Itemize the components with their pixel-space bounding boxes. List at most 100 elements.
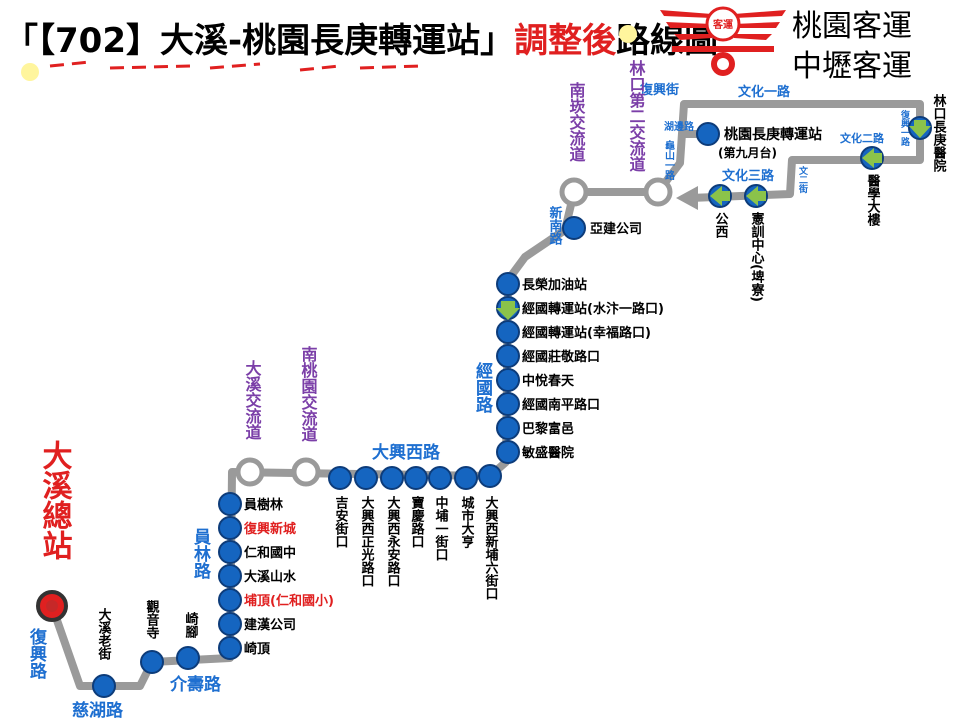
road-label-wen2street: 文二街: [797, 165, 809, 194]
title-route-name: 大溪-桃園長庚轉運站: [160, 21, 480, 61]
stop-marker-qiding[interactable]: [218, 636, 242, 660]
stop-label-zhongyue: 中悅春天: [522, 373, 575, 389]
stop-marker-changrong-gas[interactable]: [496, 272, 520, 296]
stop-labels-lower: 大溪老街 觀音寺 崎腳 崎頂 建漢公司 埔頂(仁和國小) 大溪山水 仁和國中 復…: [96, 497, 334, 661]
stop-labels-linkou: 桃園長庚轉運站 (第九月台) 林口長庚醫院 醫學大樓 憲訓中心(埤寮) 公西: [713, 93, 947, 301]
map-title: 「【702】大溪-桃園長庚轉運站」調整後路線圖: [4, 21, 718, 81]
terminal-stop-core: [46, 600, 58, 612]
logo-emblem-top: [705, 6, 741, 42]
road-label-wenhua1: 文化一路: [738, 84, 791, 100]
junction-label-nankan: 南崁交流道: [567, 81, 586, 162]
stop-label-jingguo-nanping: 經國南平路口: [522, 397, 600, 413]
route-direction-arrowhead: [676, 186, 698, 210]
stop-labels-daxing: 吉安街口 大興西正光路口 大興西永安路口 寶慶路口 中埔一街口 城市大亨 大興西…: [333, 495, 500, 600]
road-label-cihu: 慈湖路: [72, 700, 124, 720]
road-label-wenhua2: 文化二路: [840, 131, 885, 145]
stop-marker-zhongpu1[interactable]: [428, 466, 452, 490]
stop-marker-daxing-xinpu6[interactable]: [478, 464, 502, 488]
junction-labels: 大溪交流道 南桃園交流道 南崁交流道 林口第二交流道: [243, 59, 646, 442]
stop-label-jingguo-zhuangjing: 經國莊敬路口: [522, 349, 600, 365]
junction-label-daxi: 大溪交流道: [243, 359, 262, 440]
stop-marker-zhongyue[interactable]: [496, 368, 520, 392]
stop-marker-city-pavilion[interactable]: [454, 466, 478, 490]
stop-marker-guanyin-temple[interactable]: [140, 650, 164, 674]
junction-label-south-taoyuan: 南桃園交流道: [299, 345, 318, 442]
stop-marker-daxi-old-street[interactable]: [92, 674, 116, 698]
stop-marker-jingguo-xingfu[interactable]: [496, 320, 520, 344]
stops-lower: [92, 492, 242, 698]
stop-marker-jingguo-zhuangjing[interactable]: [496, 344, 520, 368]
stop-label-guanyin-temple: 觀音寺: [144, 599, 160, 640]
road-label-guishan1: 龜山一路: [663, 139, 675, 181]
road-label-fuxing-street: 復興街: [639, 82, 679, 98]
stop-marker-paris[interactable]: [496, 416, 520, 440]
stop-labels-jingguo: 敏盛醫院 巴黎富邑 經國南平路口 中悅春天 經國莊敬路口 經國轉運站(幸福路口)…: [521, 221, 664, 461]
road-label-fuxing1: 復興一路: [899, 109, 911, 147]
stop-label-jian-street: 吉安街口: [333, 496, 350, 548]
company-logo: 客運 桃園客運 中壢客運: [660, 6, 912, 84]
junction-marker-nankan: [559, 177, 589, 207]
junction-marker-south-taoyuan: [291, 457, 321, 487]
stop-label-daxi-old-street: 大溪老街: [96, 607, 113, 661]
stop-marker-yuanshulin[interactable]: [218, 492, 242, 516]
logo-bar: [672, 46, 774, 52]
company-name-zhongli: 中壢客運: [792, 49, 912, 84]
stop-label-daxi-shanshui: 大溪山水: [244, 569, 297, 585]
title-route-number: 【702】: [38, 21, 160, 61]
company-name-taoyuan: 桃園客運: [792, 9, 912, 44]
road-label-wenhua3: 文化三路: [722, 168, 775, 184]
stop-marker-jian-street[interactable]: [328, 466, 352, 490]
terminal-daxi: 大溪總站: [36, 440, 73, 622]
stops-jingguo: [496, 216, 586, 464]
stop-marker-renhe-junior[interactable]: [218, 540, 242, 564]
stop-marker-minsheng-hospital[interactable]: [496, 440, 520, 464]
stop-label-qijiao: 崎腳: [183, 611, 199, 639]
one-way-arrow-left-icon: [746, 186, 766, 206]
title-adjusted: 調整後: [514, 21, 617, 61]
road-label-jingguo: 經國路: [472, 361, 493, 414]
route-line-main: [48, 100, 924, 690]
title-underline: [49, 60, 421, 72]
stop-label-minsheng-hospital: 敏盛醫院: [521, 445, 574, 461]
stops-daxing: [328, 464, 502, 490]
stop-marker-daxing-yongan[interactable]: [380, 466, 404, 490]
junction-marker-daxi: [235, 457, 265, 487]
logo-emblem-bottom-inner: [717, 58, 729, 70]
stop-marker-cg-terminal[interactable]: [696, 122, 720, 146]
road-label-fuxing-south: 復興路: [26, 627, 48, 680]
stop-label-yuanshulin: 員樹林: [243, 497, 283, 513]
road-label-jieshou: 介壽路: [169, 674, 222, 695]
stop-label-cg-terminal-platform: (第九月台): [718, 145, 777, 160]
stop-marker-puding[interactable]: [218, 588, 242, 612]
stop-label-puding: 埔頂(仁和國小): [244, 593, 334, 609]
stop-label-cg-terminal: 桃園長庚轉運站: [724, 126, 822, 143]
stop-marker-daxi-shanshui[interactable]: [218, 564, 242, 588]
stop-label-jingguo-shuizhu: 經國轉運站(水汴一路口): [522, 301, 664, 317]
stop-label-changrong-gas: 長榮加油站: [522, 277, 587, 293]
stop-label-linkou-hospital: 林口長庚醫院: [931, 93, 947, 173]
stop-marker-jingguo-nanping[interactable]: [496, 392, 520, 416]
stop-marker-fuxing-new-town[interactable]: [218, 516, 242, 540]
junction-markers: [235, 177, 673, 487]
stop-marker-yajian[interactable]: [562, 216, 586, 240]
stop-label-city-pavilion: 城市大亨: [459, 495, 475, 549]
road-label-xinnan: 新南路: [547, 205, 563, 245]
stop-label-jingguo-xingfu: 經國轉運站(幸福路口): [522, 325, 651, 341]
stop-marker-daxing-zhengguang[interactable]: [354, 466, 378, 490]
stop-label-baoqing: 寶慶路口: [409, 495, 425, 548]
road-label-daxing-west: 大興西路: [372, 442, 441, 463]
logo-emblem-text: 客運: [712, 18, 733, 31]
stop-label-daxing-xinpu6: 大興西新埔六街口: [483, 495, 500, 600]
stop-marker-qijiao[interactable]: [176, 646, 200, 670]
stop-label-zhongpu1: 中埔一街口: [433, 495, 450, 561]
stop-label-yajian: 亞建公司: [590, 221, 642, 237]
stop-marker-baoqing[interactable]: [404, 466, 428, 490]
svg-text:「【702】大溪-桃園長庚轉運站」調整後路線圖: 「【702】大溪-桃園長庚轉運站」調整後路線圖: [4, 21, 718, 61]
one-way-arrow-down-icon: [496, 301, 520, 320]
junction-label-linkou2: 林口第二交流道: [627, 59, 646, 172]
one-way-arrow-left-icon: [710, 186, 730, 206]
stop-label-daxing-zhengguang: 大興西正光路口: [359, 495, 376, 587]
stop-label-renhe-junior: 仁和國中: [244, 545, 296, 561]
stop-marker-jianhan[interactable]: [218, 612, 242, 636]
